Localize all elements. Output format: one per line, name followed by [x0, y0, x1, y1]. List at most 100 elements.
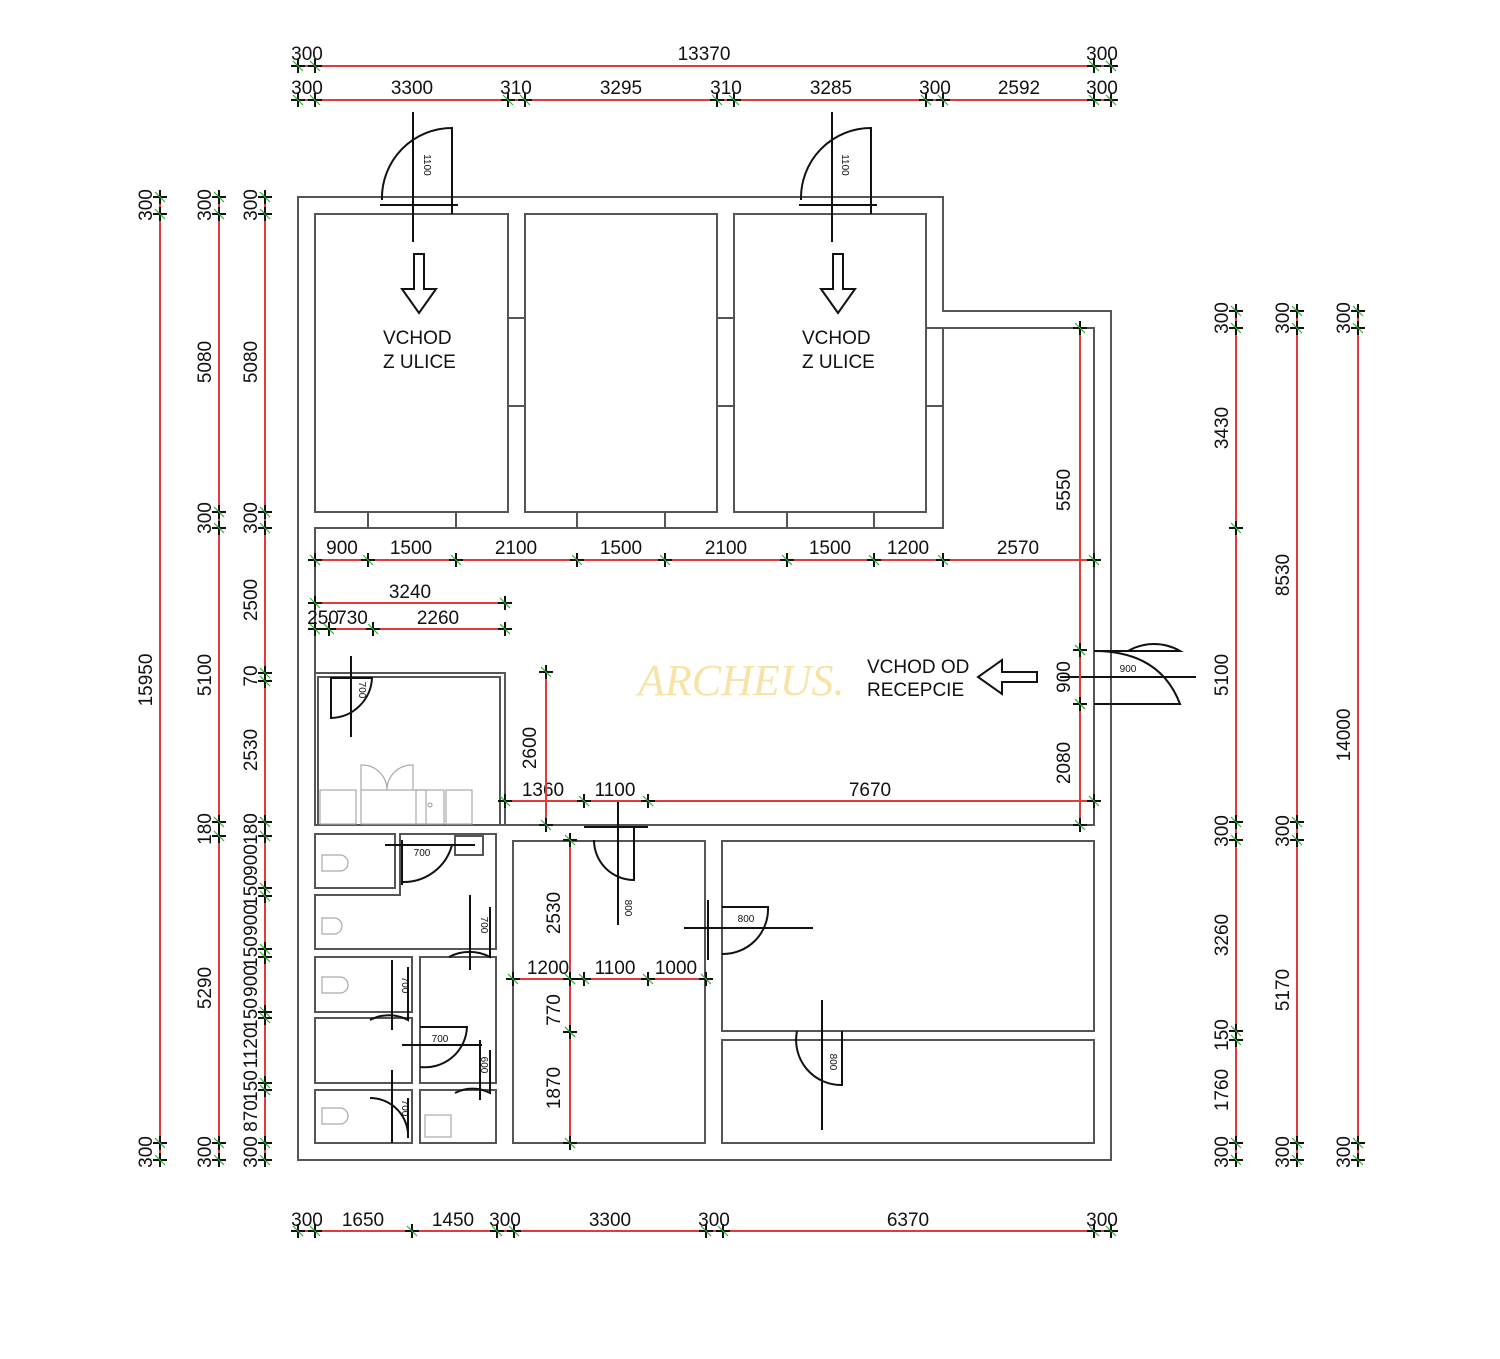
dimension-label: 70: [241, 665, 262, 686]
dimension-tick: [1229, 1153, 1243, 1167]
dimension-tick: [212, 815, 226, 829]
door-swing: [584, 800, 648, 925]
dimension-tick: [1351, 304, 1365, 318]
dimension-label: 14000: [1334, 709, 1355, 762]
door-width-label: 700: [399, 1100, 410, 1117]
dimension-label: 1200: [527, 958, 569, 979]
dimension-label: 3430: [1212, 407, 1233, 449]
door-width-label: 1100: [839, 154, 850, 176]
dimension-label: 2570: [997, 538, 1039, 559]
dimension-tick: [1229, 833, 1243, 847]
dimension-label: 1360: [522, 780, 564, 801]
dimension-tick: [405, 1224, 419, 1238]
dimension-label: 8530: [1273, 554, 1294, 596]
dimension-tick: [1073, 818, 1087, 832]
dimension-tick: [936, 93, 950, 107]
dimension-tick: [1290, 321, 1304, 335]
dimension-label: 3300: [589, 1210, 631, 1231]
dimension-tick: [212, 1136, 226, 1150]
dimension-tick: [153, 1153, 167, 1167]
watermark: ARCHEUS.: [635, 656, 845, 705]
dimension-tick: [291, 59, 305, 73]
door: 800: [795, 1000, 843, 1130]
dimension-tick: [936, 553, 950, 567]
dimension-tick: [153, 207, 167, 221]
dimension-label: 870: [241, 1100, 262, 1132]
dimension-tick: [498, 596, 512, 610]
dimension-label: 2100: [705, 538, 747, 559]
dimension-label: 300: [1212, 815, 1233, 847]
dimension-tick: [1290, 1136, 1304, 1150]
reception-line2: RECEPCIE: [867, 680, 964, 701]
dimension-label: 300: [1273, 815, 1294, 847]
dimension-label: 150: [241, 1070, 262, 1102]
dimension-tick: [1104, 93, 1118, 107]
door-swing: [448, 895, 491, 970]
dimension-tick: [919, 93, 933, 107]
door-swing: [369, 1070, 410, 1143]
dimension-label: 3295: [600, 78, 642, 99]
dimension-label: 1500: [600, 538, 642, 559]
dimension-label: 3240: [389, 582, 431, 603]
dimension-tick: [308, 59, 322, 73]
door-swing: [330, 656, 374, 737]
dimension-label: 150: [241, 936, 262, 968]
dimension-tick: [308, 596, 322, 610]
reception-line1: VCHOD OD: [867, 657, 969, 678]
dimension-tick: [258, 1153, 272, 1167]
dimension-tick: [308, 553, 322, 567]
dimension-tick: [498, 622, 512, 636]
dimension-label: 2260: [417, 608, 459, 629]
dimension-label: 250: [307, 608, 339, 629]
door-swing: [402, 1026, 482, 1069]
dimension-tick: [366, 622, 380, 636]
dimension-label: 900: [241, 904, 262, 936]
dimension-label: 1870: [544, 1067, 565, 1109]
dimension-label: 310: [710, 78, 742, 99]
door: 800: [584, 800, 648, 925]
door: 700: [402, 1026, 482, 1069]
dimension-tick: [1104, 59, 1118, 73]
dimension-tick: [518, 93, 532, 107]
dimension-tick: [212, 829, 226, 843]
dimension-label: 310: [500, 78, 532, 99]
dimension-label: 1100: [595, 958, 636, 979]
dimension-tick: [258, 1011, 272, 1025]
dimension-tick: [867, 553, 881, 567]
dimension-label: 180: [195, 813, 216, 845]
dimension-label: 2530: [544, 892, 565, 934]
dimension-label: 2080: [1054, 742, 1075, 784]
dimension-tick: [1229, 521, 1243, 535]
door-width-label: 700: [399, 977, 410, 994]
dimension-label: 15950: [136, 654, 157, 707]
dimension-tick: [258, 889, 272, 903]
dimension-label: 7670: [849, 780, 891, 801]
dimension-label: 300: [241, 502, 262, 534]
dimension-tick: [258, 829, 272, 843]
dimension-tick: [1229, 321, 1243, 335]
dimension-tick: [258, 674, 272, 688]
dimension-tick: [1351, 1153, 1365, 1167]
dimension-label: 2600: [520, 727, 541, 769]
dimension-tick: [1087, 59, 1101, 73]
kitchen-counter: [319, 764, 473, 825]
door: 700: [369, 960, 410, 1030]
dimension-tick: [153, 190, 167, 204]
dimension-tick: [501, 93, 515, 107]
dimension-label: 5080: [195, 341, 216, 383]
door-swing: [684, 900, 813, 960]
door: 700: [369, 1070, 410, 1143]
door-width-label: 700: [356, 682, 367, 699]
arrow-down-icon: [400, 253, 438, 315]
door-width-label: 800: [738, 914, 755, 925]
dimension-label: 1500: [809, 538, 851, 559]
dimension-label: 3285: [810, 78, 852, 99]
dimension-label: 180: [241, 813, 262, 845]
dimension-label: 2500: [241, 579, 262, 621]
door: 700: [385, 840, 475, 885]
dimension-label: 300: [195, 189, 216, 221]
dimension-tick: [563, 1136, 577, 1150]
dimension-label: 300: [291, 78, 323, 99]
arrow-left-icon: [976, 658, 1038, 696]
dimension-tick: [1290, 304, 1304, 318]
